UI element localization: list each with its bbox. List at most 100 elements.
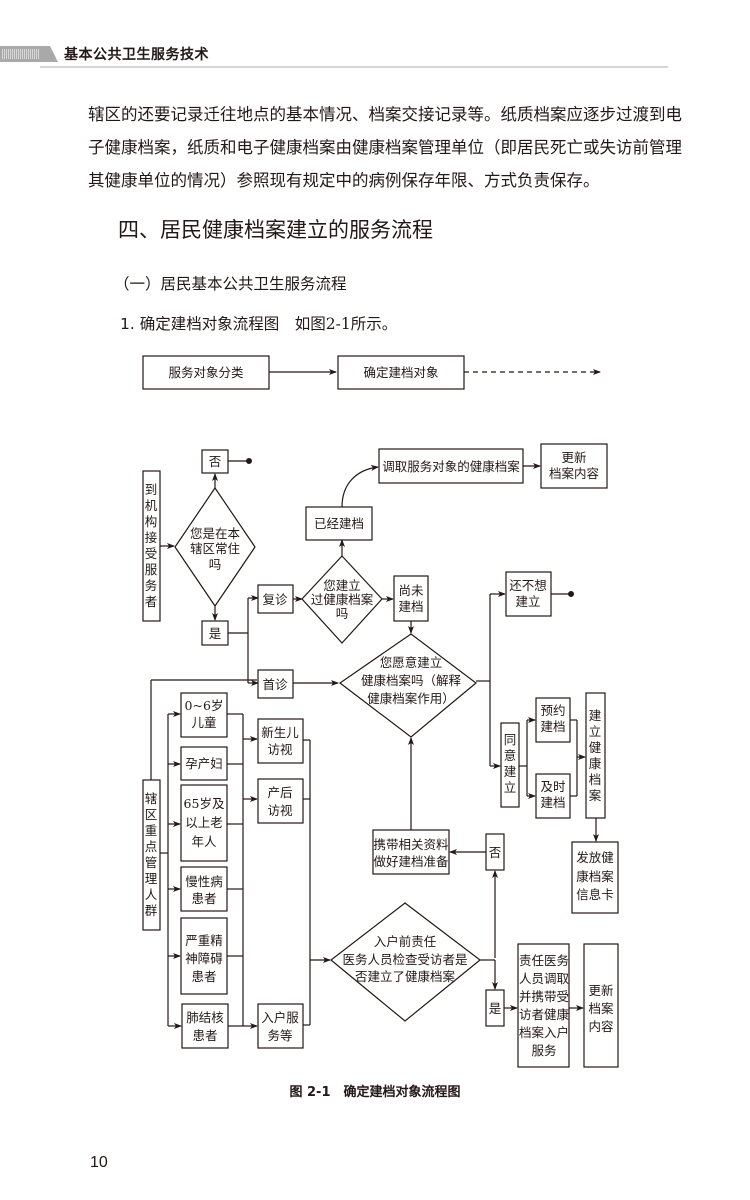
label-built-q: 过健康档案 [311, 592, 374, 607]
subsection-heading: （一）居民基本公共卫生服务流程 [114, 275, 347, 293]
vertical-label-char: 案 [589, 788, 602, 803]
label-prepare: 携带相关资料 [373, 837, 449, 852]
label-update-bottom: 内容 [588, 1019, 613, 1034]
label-issue-card: 康档案 [576, 869, 614, 884]
label-determine: 确定建档对象 [363, 365, 438, 380]
vertical-label-char: 建 [504, 764, 517, 779]
label-mental: 严重精 [185, 933, 223, 948]
box-children [180, 692, 228, 738]
label-not-want: 还不想 [509, 578, 547, 593]
label-issue-card: 信息卡 [576, 887, 614, 902]
vertical-label-char: 辖 [145, 791, 158, 806]
label-resident-q: 您是在本 [190, 526, 241, 541]
label-postpartum-visit: 产后 [267, 785, 292, 800]
label-doctor-retrieve: 并携带受 [519, 989, 569, 1004]
section-heading: 四、居民健康档案建立的服务流程 [118, 218, 433, 242]
box-first-visit [257, 669, 294, 699]
vertical-label-char: 档 [589, 772, 602, 787]
label-immediate: 及时 [540, 779, 566, 794]
label-appointment: 预约 [540, 703, 565, 718]
label-home-service: 入户服 [261, 1010, 299, 1025]
label-update-bottom: 更新 [588, 983, 613, 998]
label-not-want: 建立 [515, 594, 540, 609]
label-willing-q: 健康档案吗（解释 [361, 673, 462, 688]
label-elderly: 以上老 [185, 815, 223, 830]
label-resident-q: 吗 [209, 557, 222, 572]
box-issue-card [571, 841, 619, 914]
figure-caption: 图 2-1 确定建档对象流程图 [289, 1085, 461, 1100]
vertical-label-char: 重 [145, 823, 158, 838]
label-tb: 肺结核 [186, 1010, 224, 1025]
label-doctor-retrieve: 档案入户 [519, 1025, 569, 1040]
box-elderly [180, 784, 228, 862]
vertical-label-char: 同 [504, 732, 517, 747]
label-update-top: 更新 [561, 450, 586, 465]
label-doctor-retrieve: 责任医务 [519, 953, 569, 968]
vertical-label-char: 立 [589, 724, 602, 739]
label-yes-bottom: 是 [489, 1001, 502, 1016]
paragraph-line: 其健康单位的情况）参照现有规定中的病例保存年限、方式负责保存。 [88, 171, 600, 190]
vertical-label-char: 点 [145, 839, 158, 854]
vertical-label-char: 者 [145, 594, 158, 609]
page-number: 10 [90, 1154, 108, 1171]
label-home-check-q: 否建立了健康档案 [355, 969, 456, 984]
box-already-built [305, 506, 373, 541]
flow-labels: 服务对象分类 确定建档对象 否 是 您是在本 辖区常住 吗 复诊 首诊 您建立 … [168, 365, 614, 1058]
label-built-q: 您建立 [323, 578, 361, 593]
vertical-label-char: 接 [145, 530, 158, 545]
vertical-label-char: 到 [145, 482, 158, 497]
item-text: 如图2-1所示。 [294, 315, 398, 333]
paragraph-line: 子健康档案，纸质和电子健康档案由健康档案管理单位（即居民死亡或失访前管理 [88, 138, 682, 157]
vertical-label-char: 建 [589, 708, 602, 723]
label-chronic: 慢性病 [185, 874, 223, 889]
label-mental: 神障碍 [185, 951, 223, 966]
label-not-built: 建档 [398, 599, 423, 614]
box-home-service [257, 1003, 304, 1049]
box-doctor-retrieve [517, 943, 570, 1068]
label-update-bottom: 档案 [588, 1001, 614, 1016]
label-mental: 患者 [191, 969, 216, 984]
label-newborn-visit: 访视 [267, 742, 293, 757]
label-chronic: 患者 [191, 891, 216, 906]
box-postpartum-visit [257, 778, 304, 824]
label-home-check-q: 入户前责任 [374, 934, 437, 949]
vertical-label-char: 机 [145, 498, 158, 513]
label-home-service: 务等 [267, 1028, 292, 1043]
label-resident-q: 辖区常住 [190, 541, 241, 556]
label-not-built: 尚未 [398, 583, 424, 598]
vertical-label-char: 理 [145, 871, 158, 886]
label-prepare: 做好建档准备 [373, 854, 449, 869]
label-revisit: 复诊 [262, 592, 288, 607]
label-issue-card: 发放健 [576, 850, 614, 865]
vertical-label-char: 务 [145, 578, 158, 593]
label-elderly: 年人 [191, 834, 217, 849]
label-postpartum-visit: 访视 [267, 803, 293, 818]
label-first-visit: 首诊 [262, 677, 288, 692]
label-willing-q: 健康档案作用） [367, 691, 455, 706]
label-immediate: 建档 [540, 795, 565, 810]
vertical-label-char: 立 [504, 780, 517, 795]
vertical-label-char: 人 [145, 887, 158, 902]
box-agree [500, 722, 520, 808]
label-yes-left: 是 [209, 626, 222, 641]
box-update-bottom [583, 943, 619, 1068]
body-paragraph: 辖区的还要记录迁往地点的基本情况、档案交接记录等。纸质档案应逐步过渡到电 子健康… [88, 98, 682, 197]
label-update-top: 档案内容 [549, 466, 599, 481]
box-update-top [540, 443, 608, 489]
label-no-top: 否 [209, 454, 222, 469]
label-children: 0~6岁 [185, 698, 224, 713]
label-classify: 服务对象分类 [168, 365, 244, 380]
vertical-label-char: 意 [504, 748, 517, 763]
label-doctor-retrieve: 访者健康 [519, 1007, 570, 1022]
diamond-home-check [330, 902, 481, 1022]
running-title: 基本公共卫生服务技术 [64, 47, 209, 63]
header-rule [40, 66, 668, 68]
label-doctor-retrieve: 人员调取 [519, 971, 570, 986]
vertical-label-char: 健 [589, 740, 602, 755]
box-newborn-visit [257, 718, 304, 764]
